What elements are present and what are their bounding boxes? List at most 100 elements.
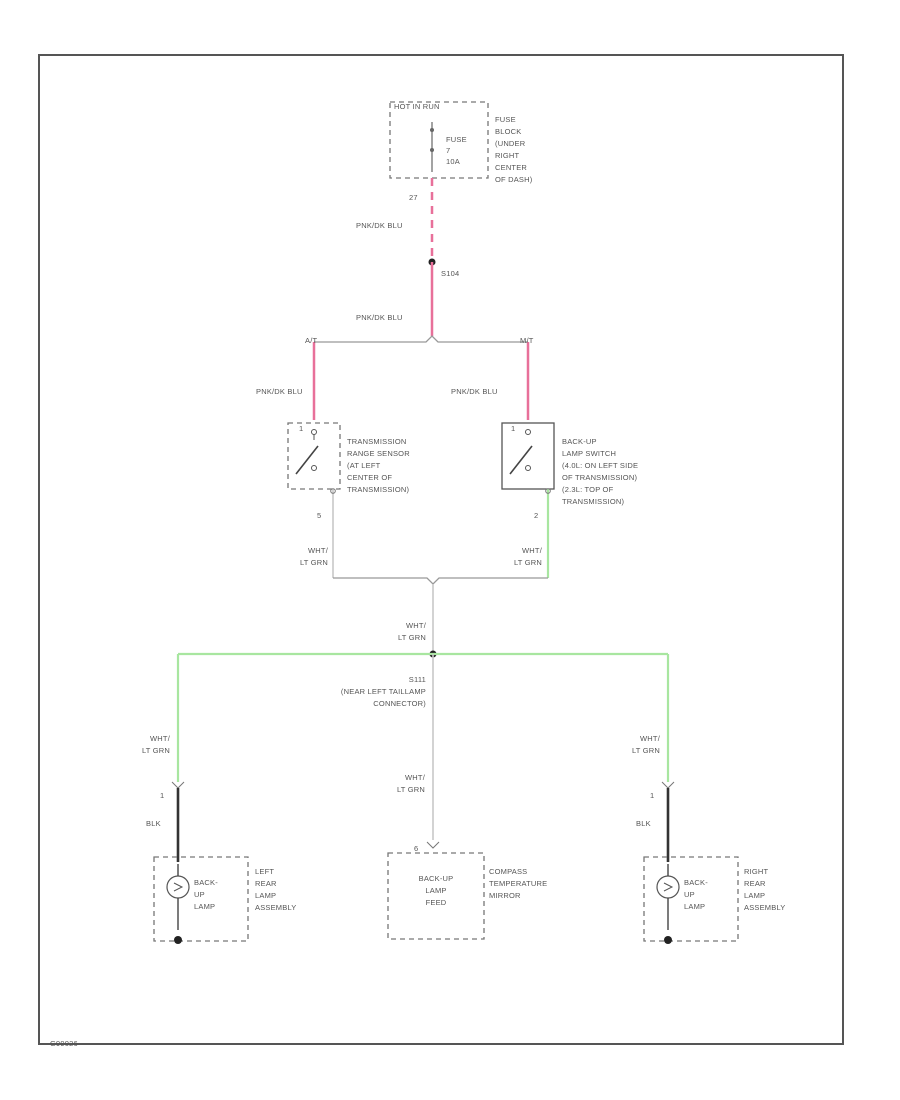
wire-label-wht-ltgrn-center-1: WHT/ [406,621,426,630]
backup-switch-label-6: TRANSMISSION) [562,497,625,506]
trs-contact-top [311,429,317,435]
right-lamp-assembly-outline [643,856,739,942]
wire-join-bottom [333,577,548,585]
trs-output-pin [330,488,336,494]
backup-switch-outline [501,422,555,490]
trs-outline [287,422,341,490]
wire-label-blk-left: BLK [146,819,161,828]
left-lamp-label-1: LEFT [255,867,275,876]
right-lamp-label-4: ASSEMBLY [744,903,786,912]
trs-label-5: TRANSMISSION) [347,485,410,494]
splice-s104-label: S104 [441,269,460,278]
right-lamp-inner-3: LAMP [684,902,706,911]
tag-mt: M/T [520,336,534,345]
wire-label-wht-ltgrn-left-1: WHT/ [308,546,328,555]
wire-label-pnk-blu-1: PNK/DK BLU [356,221,403,230]
right-lamp-pin: 1 [650,791,655,800]
wire-label-lamp-right-2: LT GRN [631,746,660,755]
right-lamp-bulb [656,875,680,899]
wire-label-pnk-blu-left: PNK/DK BLU [256,387,303,396]
trs-label-2: RANGE SENSOR [347,449,410,458]
trs-pin-top: 1 [299,424,304,433]
mirror-label-3: MIRROR [489,891,521,900]
connector-left [171,781,185,789]
backup-switch-label-5: (2.3L: TOP OF [562,485,614,494]
fuse-pin-label: 27 [409,193,418,202]
backup-switch-label-4: OF TRANSMISSION) [562,473,638,482]
wire-label-pnk-blu-2: PNK/DK BLU [356,313,403,322]
wire-label-mirror-1: WHT/ [405,773,425,782]
trs-label-3: (AT LEFT [347,461,381,470]
mirror-label-2: TEMPERATURE [489,879,548,888]
backup-switch-pin-bottom: 2 [534,511,539,520]
trs-label-1: TRANSMISSION [347,437,407,446]
fuse-block-outline [389,101,489,179]
mirror-inner-2: LAMP [425,886,447,895]
wire-label-mirror-2: LT GRN [396,785,425,794]
trs-pin-bottom: 5 [317,511,322,520]
left-lamp-inner-3: LAMP [194,902,216,911]
left-lamp-bulb [166,875,190,899]
wire-label-lamp-left-2: LT GRN [141,746,170,755]
fuse-label-2: 7 [446,146,451,155]
fuse-block-location-2: BLOCK [495,127,522,136]
right-lamp-filament [663,882,674,892]
diagram-frame [38,54,844,1045]
left-lamp-inner-2: UP [194,890,205,899]
left-lamp-label-2: REAR [255,879,277,888]
fuse-block-location-4: RIGHT [495,151,520,160]
wire-label-wht-ltgrn-center-2: LT GRN [397,633,426,642]
left-lamp-pin: 1 [160,791,165,800]
switch-output-pin [545,488,551,494]
mirror-inner-1: BACK-UP [418,874,454,883]
connector-mirror [426,841,440,849]
left-lamp-inner-1: BACK- [194,878,218,887]
trs-label-4: CENTER OF [347,473,393,482]
fuse-block-location-1: FUSE [495,115,516,124]
splice-s111-label-3: CONNECTOR) [373,699,426,708]
right-lamp-inner-2: UP [684,890,695,899]
fuse-terminal-bottom [430,148,434,152]
left-lamp-label-4: ASSEMBLY [255,903,297,912]
backup-switch-pin-top: 1 [511,424,516,433]
wire-label-blk-right: BLK [636,819,651,828]
backup-switch-label-2: LAMP SWITCH [562,449,617,458]
fuse-label-1: FUSE [446,135,467,144]
left-lamp-label-3: LAMP [255,891,277,900]
backup-switch-label-1: BACK-UP [562,437,597,446]
fuse-block-location-3: (UNDER [495,139,526,148]
wire-branch-top [314,335,528,343]
fuse-block-location-6: OF DASH) [495,175,533,184]
left-lamp-assembly-outline [153,856,249,942]
right-lamp-inner-1: BACK- [684,878,708,887]
backup-switch-contact-bottom [525,465,531,471]
wire-label-lamp-left-1: WHT/ [150,734,170,743]
mirror-pin: 6 [414,844,419,853]
fuse-block-location-5: CENTER [495,163,528,172]
figure-id: G99026 [50,1039,78,1048]
tag-at: A/T [305,336,318,345]
left-lamp-ground [174,936,182,944]
mirror-label-1: COMPASS [489,867,528,876]
backup-switch-contact-top [525,429,531,435]
splice-s111-label-2: (NEAR LEFT TAILLAMP [340,687,426,696]
wire-label-pnk-blu-right: PNK/DK BLU [451,387,498,396]
wire-label-wht-ltgrn-right-2: LT GRN [513,558,542,567]
right-lamp-label-2: REAR [744,879,766,888]
backup-switch-label-3: (4.0L: ON LEFT SIDE [562,461,639,470]
wire-label-wht-ltgrn-right-1: WHT/ [522,546,542,555]
mirror-outline [387,852,485,940]
right-lamp-ground [664,936,672,944]
trs-switch-blade [295,445,319,475]
wire-label-lamp-right-1: WHT/ [640,734,660,743]
left-lamp-filament [173,882,184,892]
hot-in-run-label: HOT IN RUN [394,102,440,111]
right-lamp-label-3: LAMP [744,891,766,900]
backup-switch-blade [509,445,533,475]
connector-right [661,781,675,789]
fuse-label-3: 10A [446,157,460,166]
fuse-terminal-top [430,128,434,132]
wire-label-wht-ltgrn-left-2: LT GRN [299,558,328,567]
splice-s111-label-1: S111 [408,675,426,684]
